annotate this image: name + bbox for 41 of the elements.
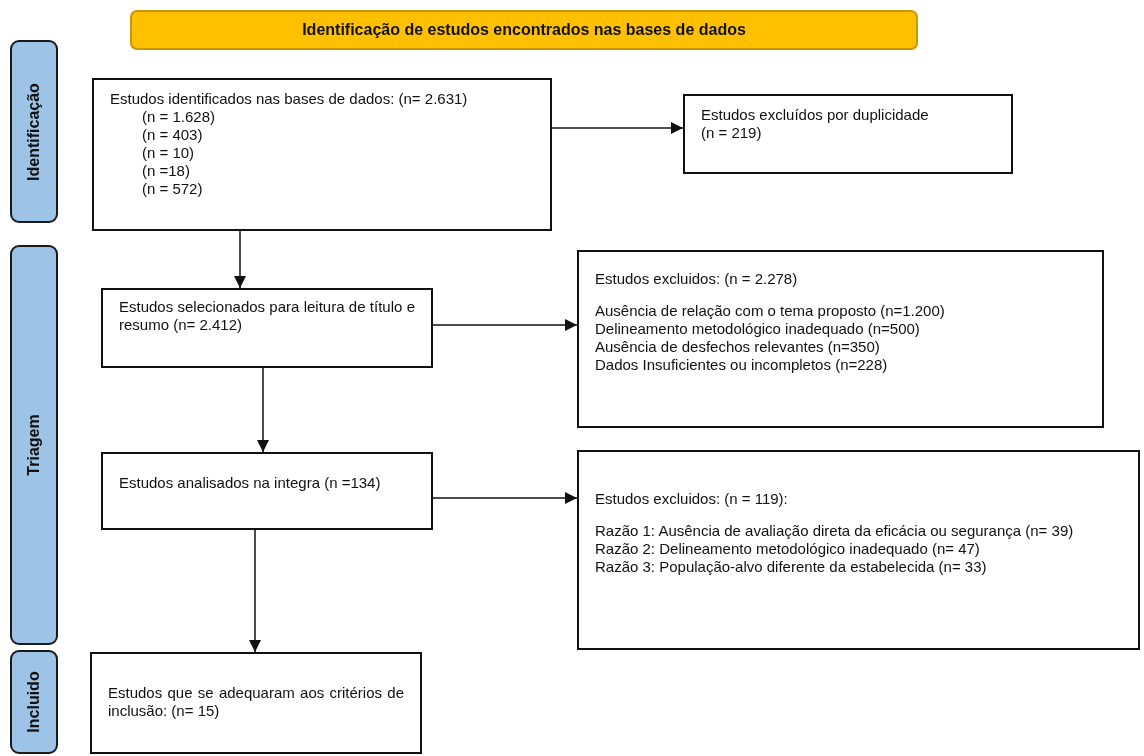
arrow bbox=[234, 230, 246, 289]
process-box bbox=[92, 78, 552, 231]
stage-band bbox=[10, 650, 58, 754]
arrow bbox=[432, 319, 578, 331]
box-text: Estudos excluídos por duplicidade bbox=[701, 106, 930, 124]
stage-label: Triagem bbox=[25, 414, 43, 476]
box-text: (n = 1.628) bbox=[141, 108, 216, 126]
process-box bbox=[577, 450, 1140, 650]
process-box bbox=[101, 288, 433, 368]
heading-text: Identificação de estudos encontrados nas bases de dados bbox=[302, 21, 746, 39]
box-text: Ausência de relação com o tema proposto (n=1.200) bbox=[595, 302, 946, 320]
box-text: Estudos excluidos: (n = 119): bbox=[595, 490, 789, 508]
heading-bar bbox=[130, 10, 918, 50]
box-text: Delineamento metodológico inadequado (n=500) bbox=[595, 320, 921, 338]
box-text: Dados Insuficientes ou incompletos (n=228) bbox=[595, 356, 889, 374]
arrow bbox=[432, 492, 578, 504]
arrow bbox=[249, 529, 261, 653]
box-text: (n = 10) bbox=[141, 144, 196, 162]
box-text: Estudos analisados na integra (n =134) bbox=[119, 474, 382, 492]
box-text: Estudos identificados nas bases de dados: (n= 2.631) bbox=[110, 90, 469, 108]
box-text: (n =18) bbox=[141, 162, 191, 180]
box-text: (n = 572) bbox=[141, 180, 204, 198]
box-text: Estudos excluidos: (n = 2.278) bbox=[595, 270, 799, 288]
arrow bbox=[551, 122, 684, 134]
box-text: Estudos que se adequaram aos critérios de inclusão: (n= 15) bbox=[108, 684, 404, 720]
stage-band bbox=[10, 40, 58, 223]
process-box bbox=[577, 250, 1104, 428]
stage-label: Incluido bbox=[25, 671, 43, 733]
stage-label: Identificação bbox=[25, 82, 43, 181]
box-text: (n = 219) bbox=[701, 124, 763, 142]
box-text: Ausência de desfechos relevantes (n=350) bbox=[595, 338, 881, 356]
box-text: Razão 3: População-alvo diferente da estabelecida (n= 33) bbox=[595, 558, 988, 576]
process-box bbox=[683, 94, 1013, 174]
arrow bbox=[257, 367, 269, 453]
box-text: Estudos selecionados para leitura de título e resumo (n= 2.412) bbox=[119, 298, 415, 334]
process-box bbox=[101, 452, 433, 530]
process-box bbox=[90, 652, 422, 754]
box-text: Razão 1: Ausência de avaliação direta da eficácia ou segurança (n= 39) bbox=[595, 522, 1075, 540]
box-text: Razão 2: Delineamento metodológico inadequado (n= 47) bbox=[595, 540, 981, 558]
stage-band bbox=[10, 245, 58, 645]
box-text: (n = 403) bbox=[141, 126, 204, 144]
